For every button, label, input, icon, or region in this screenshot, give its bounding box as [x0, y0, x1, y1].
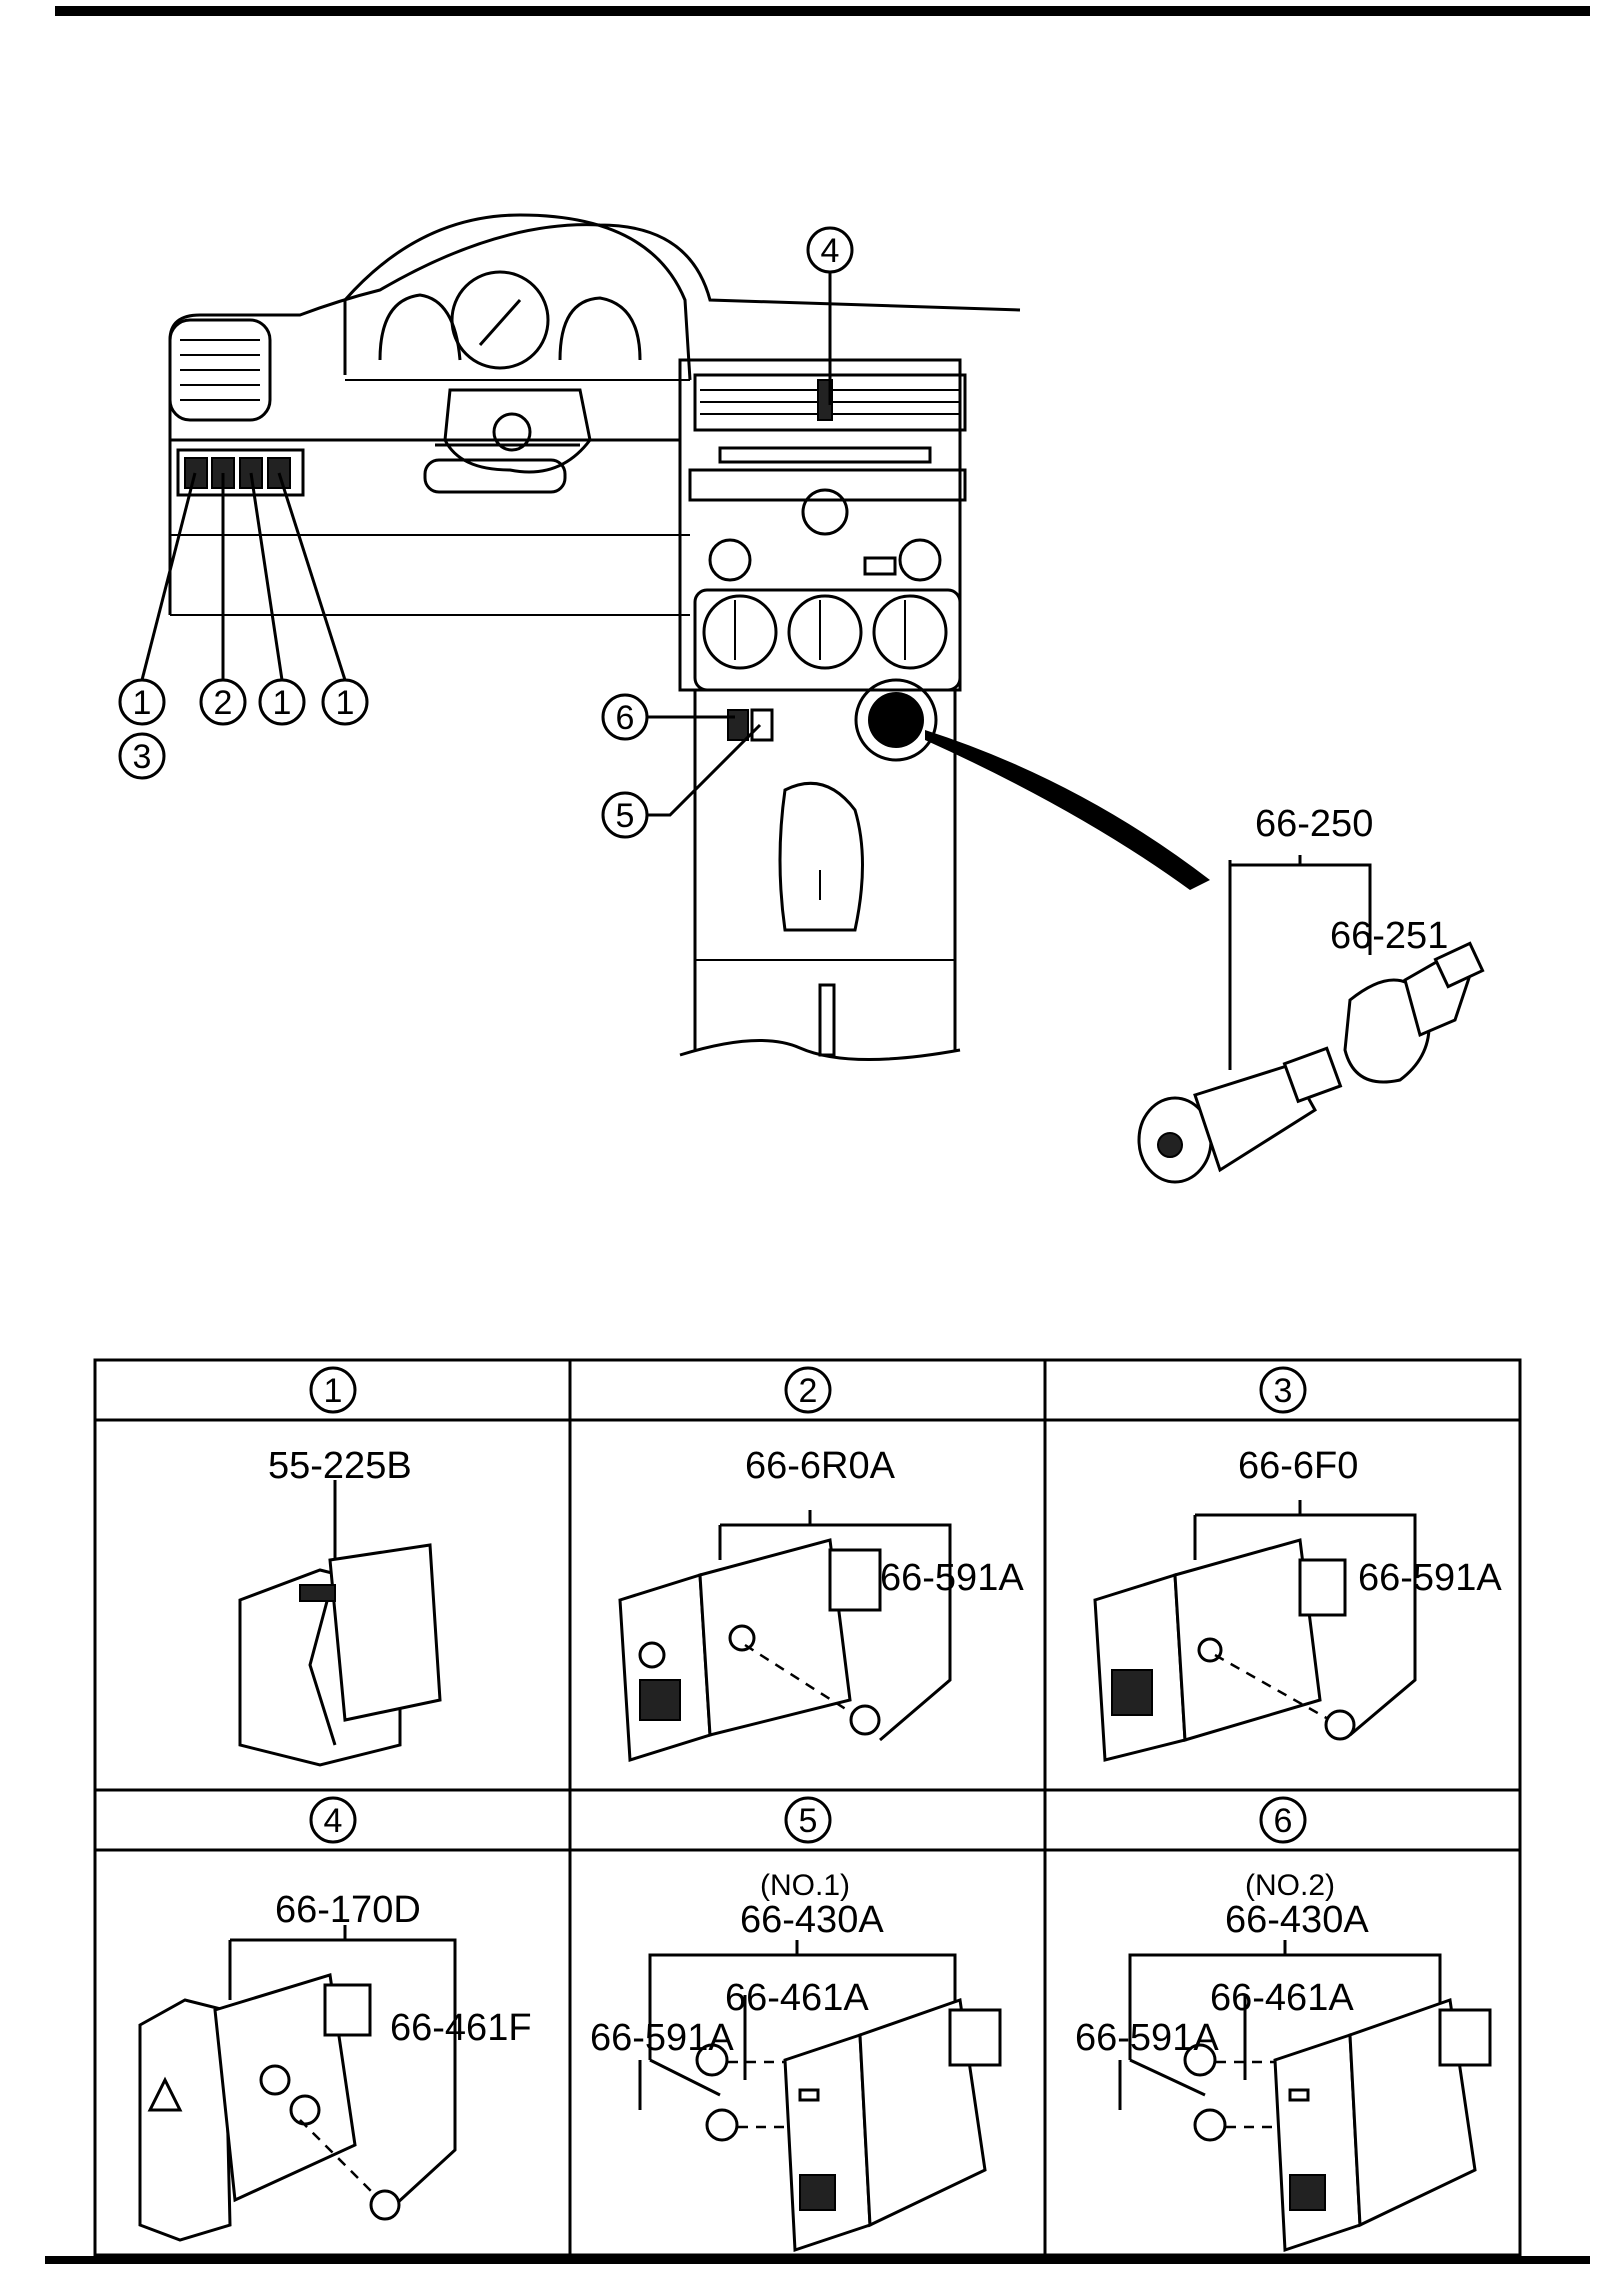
- no1-note: (NO.1): [760, 1869, 850, 1902]
- top-rule: [55, 6, 1590, 16]
- callout-1-c: 1: [321, 678, 369, 726]
- part-55-225B-label: 55-225B: [268, 1445, 412, 1487]
- svg-text:1: 1: [273, 684, 292, 722]
- callout-3: 3: [118, 732, 166, 780]
- bottom-rule: [45, 2256, 1590, 2264]
- knob-66-461A-label-b: 66-461A: [1210, 1977, 1354, 2019]
- seat-heater-switch-no1-illustration: [638, 1940, 1002, 2253]
- table-header-4: 4: [309, 1796, 357, 1844]
- dashboard-illustration: [168, 213, 1210, 1062]
- table-header-1: 1: [309, 1366, 357, 1414]
- part-66-6R0A-label: 66-6R0A: [745, 1445, 896, 1487]
- screw-66-591A-label-d: 66-591A: [1075, 2017, 1219, 2059]
- table-header-2: 2: [784, 1366, 832, 1414]
- svg-text:1: 1: [324, 1372, 343, 1410]
- callout-1-a: 1: [118, 678, 166, 726]
- svg-text:2: 2: [799, 1372, 818, 1410]
- svg-text:4: 4: [324, 1802, 343, 1840]
- table-header-5: 5: [784, 1796, 832, 1844]
- svg-text:3: 3: [1274, 1372, 1293, 1410]
- lighter-assembly-label: 66-250: [1255, 803, 1373, 845]
- callout-1-b: 1: [258, 678, 306, 726]
- svg-text:1: 1: [133, 684, 152, 722]
- seat-heater-switch-no2-illustration: [1118, 1940, 1492, 2253]
- svg-text:6: 6: [616, 699, 635, 737]
- screw-66-461F-label: 66-461F: [390, 2007, 532, 2049]
- callout-5: 5: [601, 791, 649, 839]
- switch-66-6R0A-illustration: [618, 1510, 952, 1763]
- callout-6: 6: [601, 693, 649, 741]
- switch-55-225B-illustration: [238, 1480, 442, 1767]
- dashboard-leaders: [140, 272, 832, 817]
- table-header-3: 3: [1259, 1366, 1307, 1414]
- part-66-430A-label-b: 66-430A: [1225, 1899, 1369, 1941]
- part-66-170D-label: 66-170D: [275, 1889, 421, 1931]
- svg-text:4: 4: [821, 232, 840, 270]
- part-66-430A-label-a: 66-430A: [740, 1899, 884, 1941]
- switch-66-6F0-illustration: [1093, 1500, 1417, 1762]
- svg-text:2: 2: [214, 684, 233, 722]
- part-66-6F0-label: 66-6F0: [1238, 1445, 1358, 1487]
- lighter-socket-label: 66-251: [1330, 915, 1448, 957]
- screw-66-591A-label-a: 66-591A: [880, 1557, 1024, 1599]
- screw-66-591A-label-b: 66-591A: [1358, 1557, 1502, 1599]
- svg-text:6: 6: [1274, 1802, 1293, 1840]
- svg-text:5: 5: [799, 1802, 818, 1840]
- cigarette-lighter-illustration: [1137, 855, 1485, 1184]
- svg-text:3: 3: [133, 738, 152, 776]
- no2-note: (NO.2): [1245, 1869, 1335, 1902]
- callout-2: 2: [199, 678, 247, 726]
- hazard-switch-66-170D-illustration: [138, 1925, 457, 2242]
- parts-table: [93, 1358, 1522, 2257]
- knob-66-461A-label-a: 66-461A: [725, 1977, 869, 2019]
- callout-4: 4: [806, 226, 854, 274]
- svg-text:1: 1: [336, 684, 355, 722]
- screw-66-591A-label-c: 66-591A: [590, 2017, 734, 2059]
- table-header-6: 6: [1259, 1796, 1307, 1844]
- svg-text:5: 5: [616, 797, 635, 835]
